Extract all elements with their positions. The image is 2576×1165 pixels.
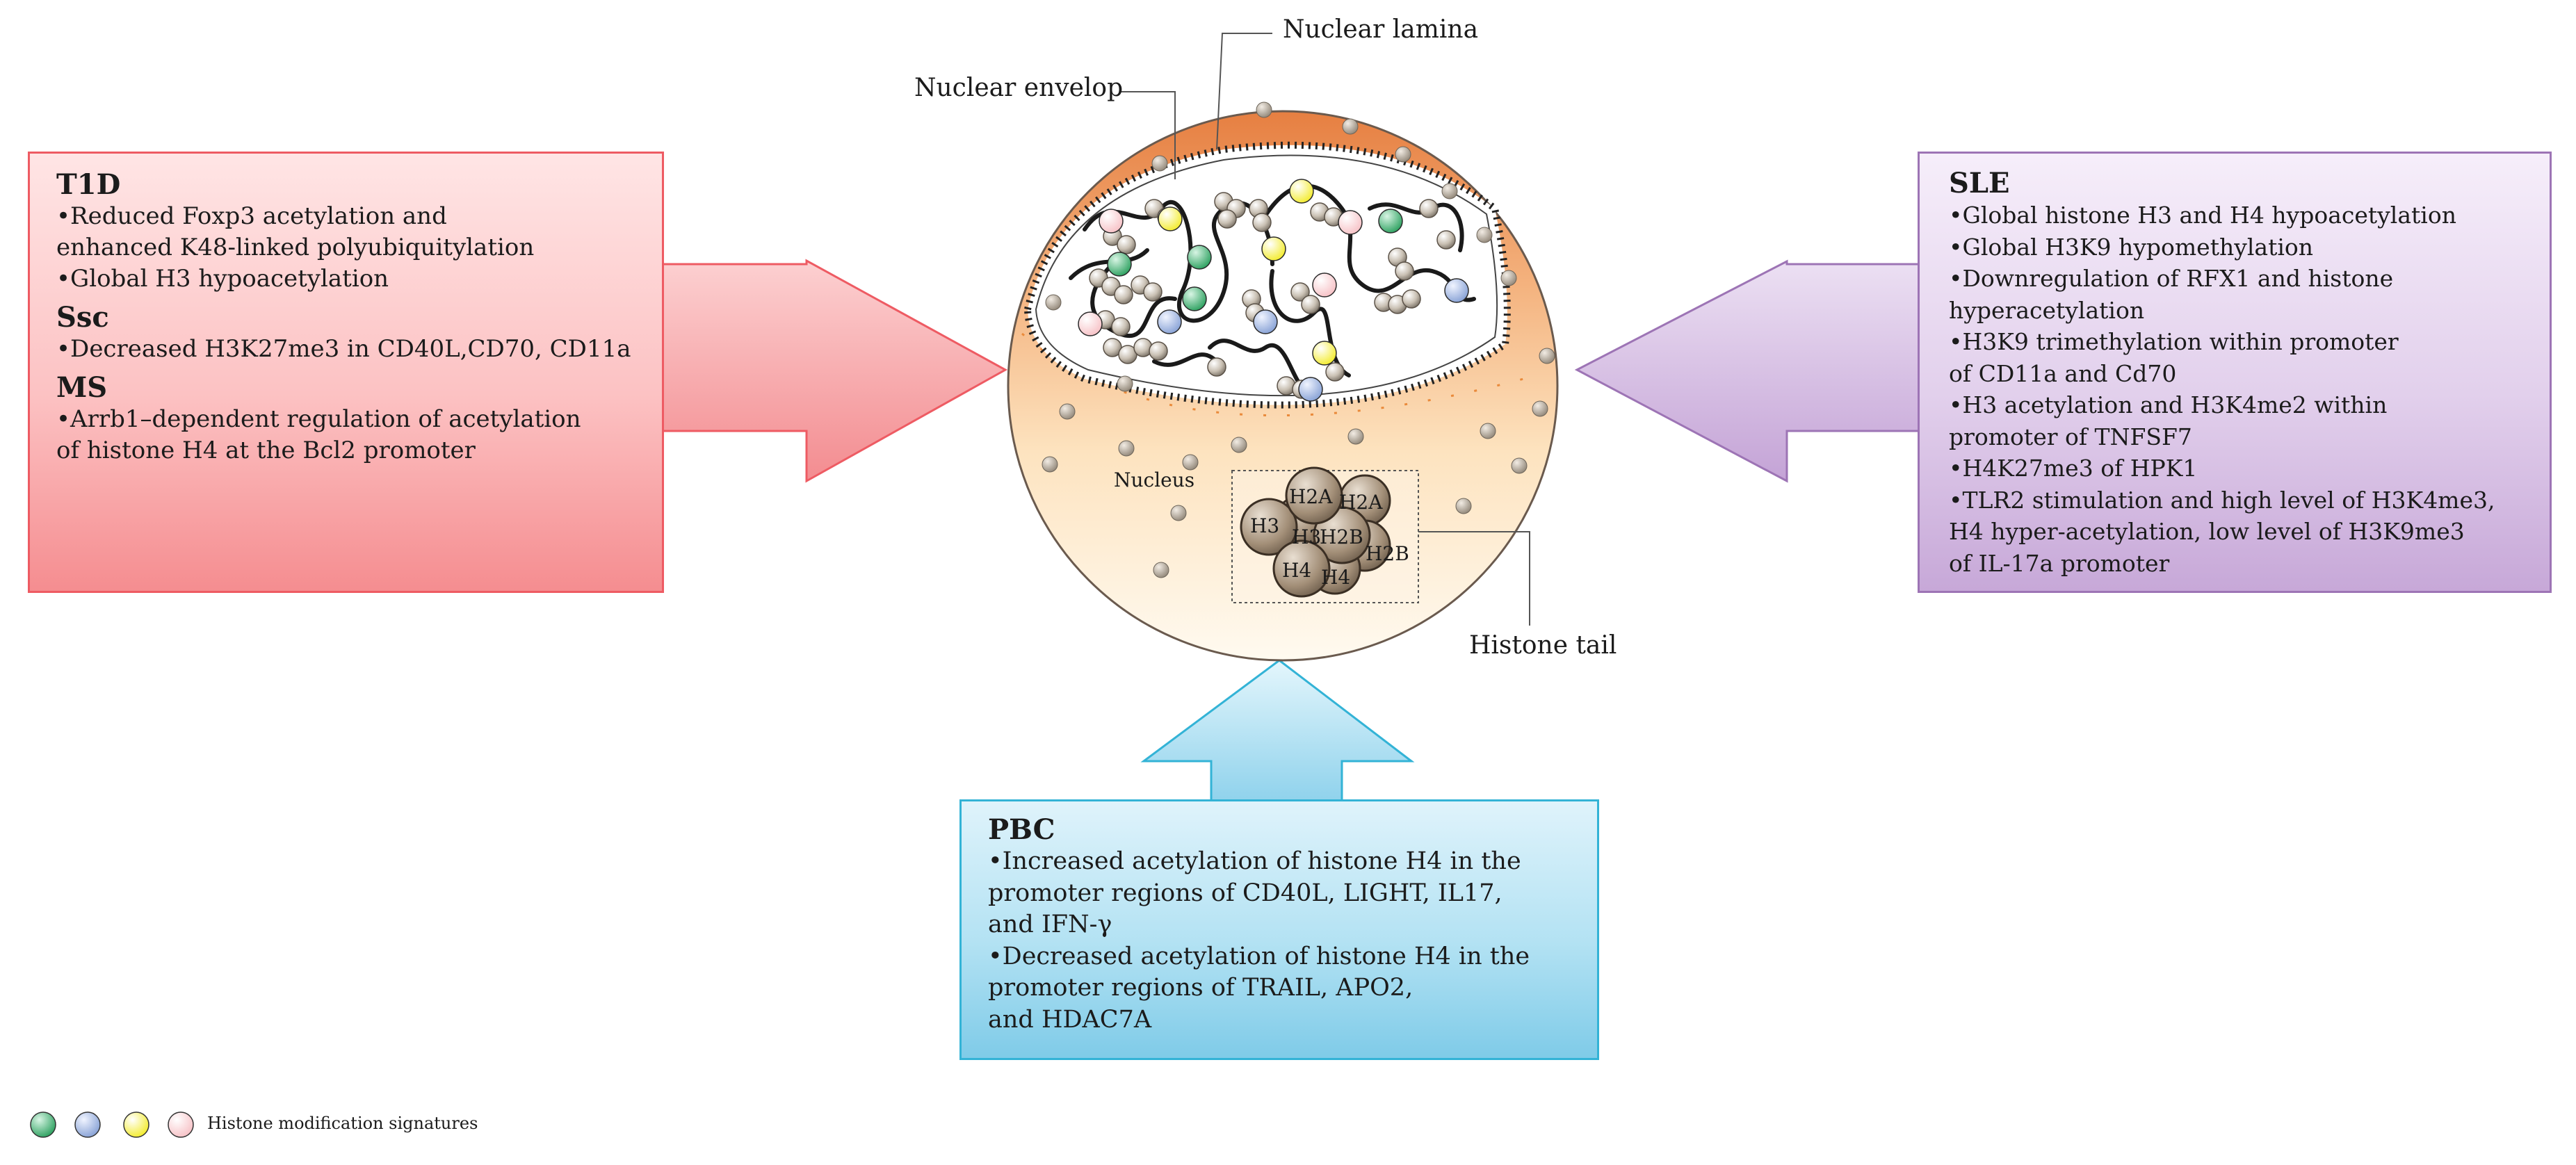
- histone-tail-label: Histone tail: [1469, 631, 1617, 660]
- legend-marker-yellow: [123, 1111, 149, 1138]
- pbc-line: •Decreased acetylation of histone H4 in …: [988, 942, 1530, 970]
- sle-title: SLE: [1949, 167, 2010, 199]
- ms-line: of histone H4 at the Bcl2 promoter: [56, 437, 476, 464]
- t1d-title: T1D: [56, 168, 121, 201]
- legend-label: Histone modification signatures: [207, 1114, 478, 1133]
- ms-line: •Arrb1–dependent regulation of acetylati…: [56, 405, 581, 433]
- histone-label-h2a-back: H2A: [1339, 491, 1383, 514]
- nuclear-envelop-label: Nuclear envelop: [914, 74, 1124, 102]
- pbc-line: and IFN-γ: [988, 911, 1112, 938]
- sle-line: •Global H3K9 hypomethylation: [1949, 233, 2314, 261]
- t1d-arrow-shape: [661, 259, 1008, 483]
- histone-label-h2b-front: H2B: [1320, 526, 1363, 548]
- sle-line: •TLR2 stimulation and high level of H3K4…: [1949, 486, 2495, 514]
- pbc-panel: PBC •Increased acetylation of histone H4…: [959, 799, 1599, 1060]
- pbc-title: PBC: [988, 813, 1055, 846]
- sle-line: •Global histone H3 and H4 hypoacetylatio…: [1949, 202, 2456, 229]
- sle-line: H4 hyper-acetylation, low level of H3K9m…: [1949, 518, 2465, 545]
- t1d-line: •Reduced Foxp3 acetylation and: [56, 202, 447, 230]
- t1d-line: •Global H3 hypoacetylation: [56, 265, 389, 293]
- sle-line: of IL-17a promoter: [1949, 549, 2170, 577]
- sle-line: promoter of TNFSF7: [1949, 423, 2192, 450]
- sle-line: of CD11a and Cd70: [1949, 359, 2177, 387]
- legend-marker-green: [30, 1111, 56, 1138]
- ssc-line: •Decreased H3K27me3 in CD40L,CD70, CD11a: [56, 335, 631, 363]
- sle-panel: SLE •Global histone H3 and H4 hypoacetyl…: [1918, 152, 2552, 593]
- histone-label-h4-front: H4: [1282, 559, 1311, 582]
- histone-octamer: [1240, 466, 1391, 598]
- pbc-arrow-shape: [1140, 659, 1415, 804]
- nuclear-granules: [1042, 101, 1555, 578]
- nucleus-label: Nucleus: [1114, 469, 1194, 491]
- ms-title: MS: [56, 371, 108, 404]
- sle-line: •H3K9 trimethylation within promoter: [1949, 328, 2399, 355]
- sle-line: •H4K27me3 of HPK1: [1949, 455, 2198, 482]
- nucleus-cell: H2A H2A H3 H3 H2B H2B H4 H4 Nucleus: [1007, 101, 1559, 662]
- t1d-ssc-ms-panel: T1D •Reduced Foxp3 acetylation and enhan…: [28, 152, 664, 593]
- pbc-line: promoter regions of CD40L, LIGHT, IL17,: [988, 879, 1502, 907]
- sle-line: •H3 acetylation and H3K4me2 within: [1949, 391, 2388, 418]
- histone-label-h2a-front: H2A: [1289, 485, 1333, 508]
- pbc-line: •Increased acetylation of histone H4 in …: [988, 847, 1521, 875]
- sle-line: •Downregulation of RFX1 and histone: [1949, 265, 2394, 292]
- nuclear-lamina-label: Nuclear lamina: [1283, 15, 1479, 44]
- pbc-line: promoter regions of TRAIL, APO2,: [988, 974, 1413, 1002]
- t1d-line: enhanced K48-linked polyubiquitylation: [56, 234, 535, 261]
- histone-label-h3-front: H3: [1250, 514, 1279, 537]
- leader-lines: [1121, 33, 1530, 626]
- legend-marker-pink: [168, 1111, 194, 1138]
- ssc-title: Ssc: [56, 301, 109, 334]
- histone-label-h2b-back: H2B: [1366, 542, 1409, 565]
- histone-label-h3-back: H3: [1292, 526, 1321, 548]
- histone-label-h4-back: H4: [1321, 566, 1350, 589]
- legend-markers: [30, 1111, 194, 1138]
- sle-arrow-shape: [1574, 259, 1922, 483]
- legend-marker-blue: [74, 1111, 101, 1138]
- sle-line: hyperacetylation: [1949, 296, 2145, 324]
- pbc-line: and HDAC7A: [988, 1005, 1152, 1034]
- modification-markers: [1078, 179, 1469, 402]
